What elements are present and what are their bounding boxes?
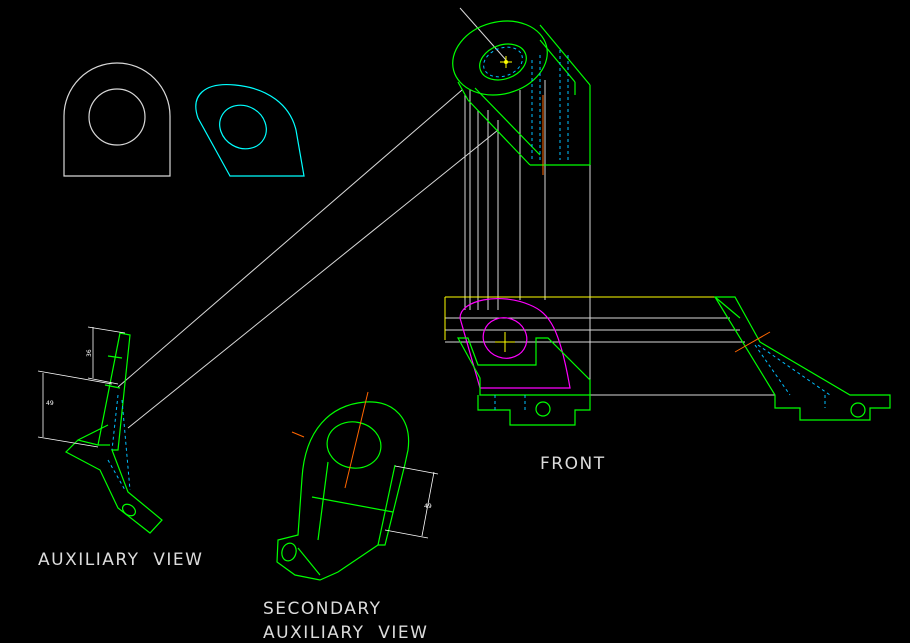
side-view <box>713 296 891 421</box>
secondary-dimension: 49 <box>424 503 432 510</box>
secondary-view-label-line1: SECONDARY <box>263 599 382 619</box>
top-view <box>452 20 591 175</box>
projection-lines <box>117 7 775 429</box>
front-view <box>456 298 591 426</box>
front-view-label: FRONT <box>540 454 606 474</box>
cyan-profile-sketch <box>195 83 305 177</box>
aux-upper-dimension: 36 <box>86 349 93 357</box>
auxiliary-view-label: AUXILIARY VIEW <box>38 550 203 570</box>
white-profile-sketch <box>63 62 171 177</box>
secondary-auxiliary-view: 49 <box>276 391 439 581</box>
aux-lower-dimension: 49 <box>46 400 54 407</box>
secondary-view-label-line2: AUXILIARY VIEW <box>263 623 428 643</box>
auxiliary-view: 36 49 <box>37 326 163 534</box>
reference-lines <box>444 296 725 340</box>
